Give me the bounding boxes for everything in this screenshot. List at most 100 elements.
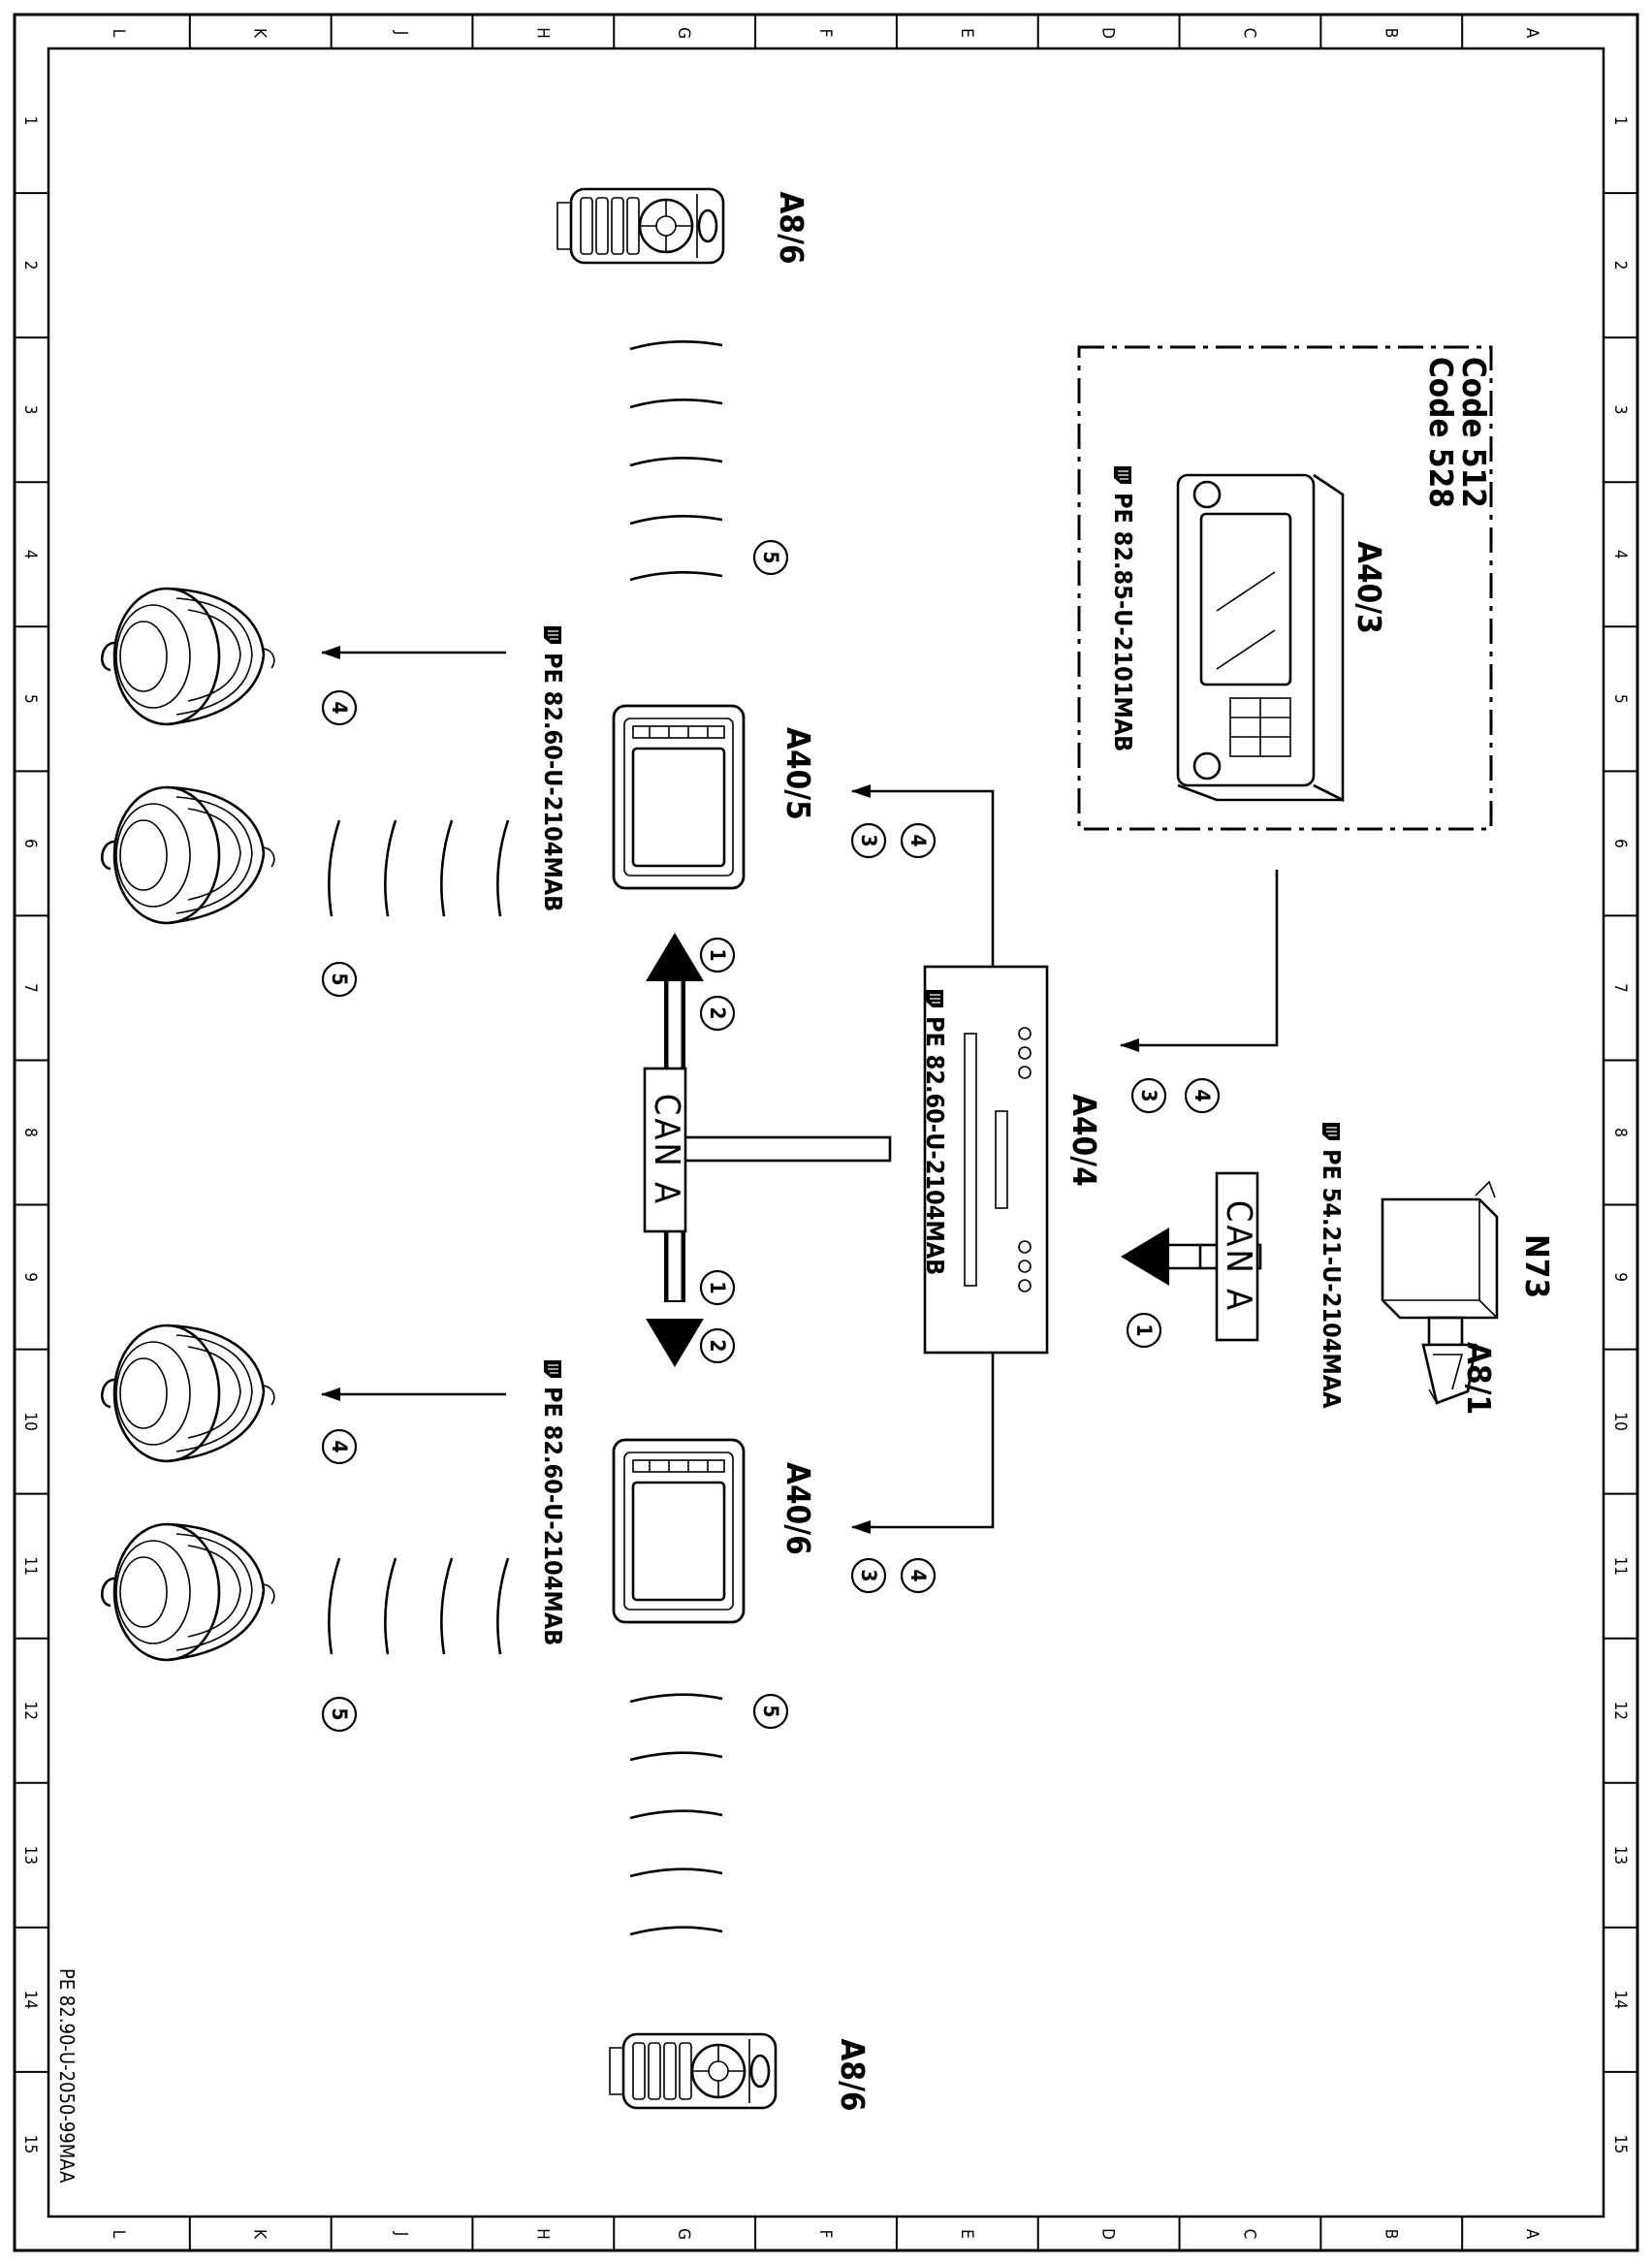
control-unit-ref: PE 82.85-U-2101MAB <box>1109 493 1137 751</box>
signal-number-text: 4 <box>328 701 351 714</box>
display-lower-label: A40/6 <box>779 1462 817 1555</box>
signal-number-text: 5 <box>328 1707 351 1720</box>
signal-number-text: 2 <box>706 1006 729 1019</box>
ref-display-lower: PE 82.60-U-2104MAB <box>539 1359 567 1645</box>
signal-number-marker: 4 <box>900 822 937 859</box>
document-id-text: PE 82.90-U-2050-99MAA <box>55 1968 79 2184</box>
switch-n73-label: N73 <box>1518 1234 1556 1298</box>
signal-number-marker: 3 <box>1130 1077 1167 1114</box>
signal-number-text: 2 <box>706 1339 729 1352</box>
frame-column-label: L <box>109 2230 128 2239</box>
label-code-512: Code 512 <box>1455 357 1493 508</box>
frame-column-label: A <box>1522 28 1541 39</box>
frame-grid-ticks <box>15 15 1637 2250</box>
frame-row-label: 2 <box>1610 261 1630 271</box>
can-switch-arrow <box>1121 1228 1169 1286</box>
frame-row-label: 8 <box>20 1128 40 1137</box>
frame-row-label: 13 <box>20 1846 40 1865</box>
signal-number-text: 4 <box>906 834 930 846</box>
remote-top-label: A8/6 <box>773 191 810 264</box>
waves-display-lower <box>328 1557 510 1655</box>
signal-number-text: 4 <box>1191 1089 1214 1101</box>
frame-row-label: 7 <box>1610 983 1630 993</box>
remote-bottom-label: A8/6 <box>834 2038 872 2111</box>
frame-column-label: C <box>1239 2229 1258 2240</box>
frame-row-label: 5 <box>1610 694 1630 704</box>
ref-dvd-player: PE 82.60-U-2104MAB <box>921 989 949 1275</box>
dvd-player-ref: PE 82.60-U-2104MAB <box>921 1016 949 1275</box>
frame-column-label: E <box>957 2229 976 2239</box>
signal-number-text: 4 <box>328 1440 351 1452</box>
ref-control-unit: PE 82.85-U-2101MAB <box>1109 465 1137 751</box>
signal-number-text: 5 <box>328 973 351 985</box>
frame-column-label: G <box>674 27 693 39</box>
frame-column-label: C <box>1239 28 1258 39</box>
signal-number-text: 1 <box>1132 1324 1156 1336</box>
can-bus-label-text: CAN A <box>647 1094 686 1206</box>
can-label-bus: CAN A <box>643 1067 687 1233</box>
signal-number-text: 3 <box>857 1569 880 1581</box>
can-arrow-down <box>646 1319 704 1367</box>
headphones-lower-b-icon <box>100 1522 276 1662</box>
frame-column-label: J <box>392 30 411 36</box>
frame-column-label: B <box>1381 2229 1400 2240</box>
signal-number-text: 3 <box>857 834 880 846</box>
signal-number-text: 1 <box>706 1281 729 1293</box>
signal-number-marker: 3 <box>850 1557 887 1594</box>
frame-column-label: K <box>250 2229 270 2240</box>
signal-number-marker: 1 <box>699 1269 736 1306</box>
frame-row-label: 11 <box>1610 1556 1630 1575</box>
can-switch-label-text: CAN A <box>1219 1200 1258 1313</box>
control-unit-code-box <box>1077 345 1493 831</box>
headphones-upper-a-icon <box>100 587 276 726</box>
control-unit-label: A40/3 <box>1350 541 1388 634</box>
signal-number-marker: 3 <box>850 822 887 859</box>
switch-unit-ref: PE 54.21-U-2104MAA <box>1318 1149 1346 1409</box>
frame-column-label: H <box>532 27 552 39</box>
label-switch-a81: A8/1 <box>1460 1342 1498 1415</box>
frame-column-label: G <box>674 2228 693 2240</box>
frame-column-label: D <box>1098 27 1118 39</box>
drawing-frame <box>13 13 1639 2252</box>
dvd-to-display-lower <box>851 1351 995 1534</box>
label-control-unit: A40/3 <box>1350 541 1388 634</box>
document-id: PE 82.90-U-2050-99MAA <box>55 1968 79 2184</box>
can-arrow-up <box>646 933 704 981</box>
signal-number-marker: 1 <box>1126 1312 1162 1349</box>
dvd-to-display-upper <box>851 784 995 967</box>
control-unit-to-dvd <box>1120 870 1279 1052</box>
ref-display-upper: PE 82.60-U-2104MAB <box>539 625 567 911</box>
frame-row-label: 5 <box>20 694 40 704</box>
remote-bottom-icon <box>608 2032 778 2110</box>
waves-remote-bottom <box>629 1693 723 1936</box>
frame-column-label: E <box>957 28 976 38</box>
label-remote-bottom: A8/6 <box>834 2038 872 2111</box>
frame-row-label: 15 <box>20 2135 40 2153</box>
signal-number-marker: 5 <box>321 961 358 998</box>
signal-number-marker: 2 <box>699 1327 736 1364</box>
frame-column-label: F <box>815 29 835 38</box>
frame-column-label: A <box>1522 2229 1541 2240</box>
signal-number-text: 4 <box>906 1569 930 1581</box>
frame-row-label: 1 <box>1610 116 1630 126</box>
remote-top-icon <box>556 187 725 265</box>
frame-row-label: 4 <box>1610 550 1630 559</box>
dvd-player-icon <box>923 965 1049 1355</box>
frame-column-label: K <box>250 28 270 39</box>
waves-display-upper <box>328 819 510 917</box>
frame-row-label: 12 <box>1610 1702 1630 1720</box>
frame-column-label: F <box>815 2230 835 2239</box>
frame-row-label: 10 <box>20 1412 40 1430</box>
signal-number-text: 5 <box>759 1705 782 1717</box>
frame-row-label: 9 <box>1610 1272 1630 1282</box>
switch-unit-icon <box>1381 1180 1499 1405</box>
frame-row-label: 1 <box>20 116 40 126</box>
frame-row-label: 14 <box>20 1991 40 2009</box>
display-lower-icon <box>612 1438 746 1624</box>
frame-row-label: 15 <box>1610 2135 1630 2153</box>
headphones-upper-b-icon <box>100 785 276 925</box>
label-display-upper: A40/5 <box>779 727 817 820</box>
signal-number-marker: 4 <box>1184 1077 1221 1114</box>
frame-column-label: J <box>392 2231 411 2237</box>
